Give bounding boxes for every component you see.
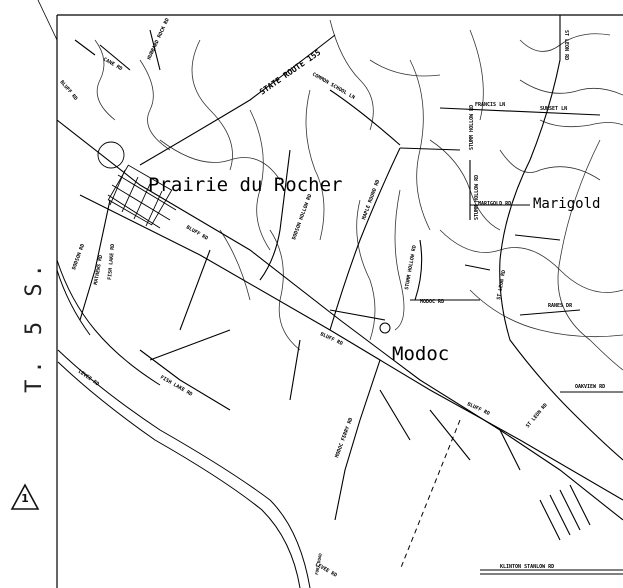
road-label: MAPLE ROUND RD	[361, 179, 381, 221]
road-label: FISH LAKE RD	[107, 244, 116, 281]
road-label: CANE RD	[102, 57, 123, 73]
road-label: MARIGOLD RD	[478, 201, 511, 207]
streams	[94, 19, 623, 371]
road-label: RANES DR	[548, 303, 573, 309]
road-label: FORT ROAD	[314, 552, 323, 575]
town-label-modoc: Modoc	[392, 343, 449, 365]
road-label: STUMM HOLLOW RD	[474, 175, 480, 220]
modoc-marker	[379, 322, 391, 334]
road-label: MODOC FERRY RD	[334, 417, 354, 459]
road-label: LEVEE RD	[77, 369, 100, 388]
road-label: OAKVIEW RD	[575, 384, 605, 390]
triangle-icon	[10, 483, 40, 510]
road-label: MATHEWS RD	[93, 255, 104, 286]
road-label: BLUFF RD	[58, 79, 78, 101]
township-label: T. 5 S.	[14, 255, 54, 395]
road-label: ST LEON RD	[525, 402, 549, 429]
road-label: FRANCIS LN	[475, 102, 505, 108]
map-frame	[37, 0, 623, 588]
road-label: DODSON RD	[71, 243, 86, 271]
road-labels: STATE ROUTE 155 COMMON SCHOOL LN HUBBARD…	[58, 17, 605, 578]
road-label: STUMM HOLLOW RD	[404, 245, 418, 291]
road-label: KLINTON STANLOW RD	[500, 564, 554, 570]
levee-lines	[56, 259, 311, 588]
roads	[56, 15, 623, 575]
road-label: COMMON SCHOOL LN	[311, 72, 356, 101]
town-label-marigold: Marigold	[533, 196, 600, 212]
road-label: DODSON HOLLOW RD	[291, 193, 313, 240]
road-label: SUNSET LN	[540, 106, 567, 112]
town-labels: Prairie du Rocher Modoc Marigold	[148, 174, 600, 365]
township-label-text: T. 5 S.	[21, 257, 47, 393]
road-label: BLUFF RD	[319, 331, 343, 347]
railroad	[399, 419, 461, 571]
road-label: MODOC RD	[420, 299, 444, 305]
road-label: ST LEON RD	[496, 270, 507, 301]
road-label: FISH LAKE RD	[159, 375, 193, 398]
road-label: ST LEON RD	[563, 30, 569, 60]
road-label: STUMM HOLLOW RD	[469, 105, 475, 150]
revision-triangle: 1	[10, 482, 40, 512]
revision-number: 1	[21, 492, 29, 505]
road-label: BLUFF RD	[185, 225, 209, 242]
town-label-prairie: Prairie du Rocher	[148, 174, 342, 196]
town-blocks	[97, 141, 177, 229]
road-label: BLUFF RD	[466, 401, 490, 417]
road-label: HUBBARD ROCK RD	[146, 17, 171, 60]
